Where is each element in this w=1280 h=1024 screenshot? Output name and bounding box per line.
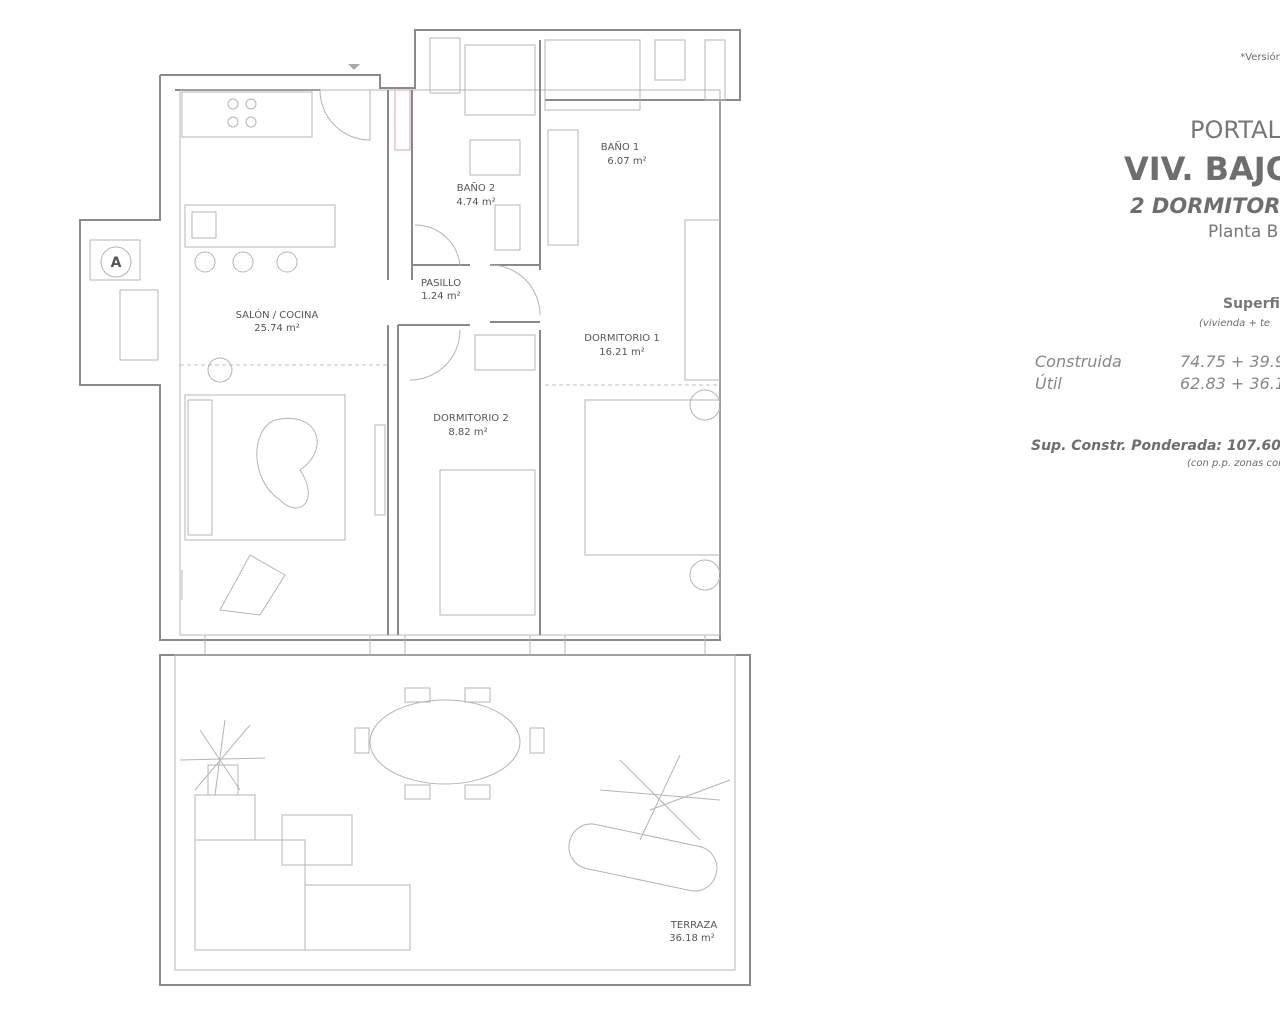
built-value: 74.75 + 39.97: [1180, 352, 1280, 371]
room-area: 1.24 m²: [421, 291, 460, 302]
room-name: TERRAZA: [670, 920, 718, 931]
room-area: 16.21 m²: [599, 347, 645, 358]
terrace-furniture: [179, 687, 731, 951]
surfaces-heading: Superfi: [1223, 296, 1280, 312]
floor-label: Planta B: [1208, 222, 1279, 242]
portal-label: PORTAL: [1190, 116, 1280, 144]
unit-title: VIV. BAJO: [1124, 150, 1280, 188]
room-name: PASILLO: [421, 278, 461, 289]
bedroom-furniture: [439, 219, 721, 616]
bedrooms-label: 2 DORMITORI: [1130, 194, 1280, 218]
kitchen: [89, 91, 336, 361]
built-label: Construida: [1035, 352, 1122, 371]
bathroom-fixtures: [394, 37, 726, 251]
room-labels: SALÓN / COCINA 25.74 m² BAÑO 2 4.74 m² B…: [236, 140, 718, 944]
appliance-letter: A: [111, 255, 122, 271]
room-area: 6.07 m²: [607, 156, 646, 167]
room-name: BAÑO 2: [457, 181, 496, 194]
interior-walls: [180, 40, 720, 635]
room-name: DORMITORIO 1: [584, 333, 659, 344]
useful-label: Útil: [1035, 374, 1062, 393]
windows: [204, 634, 706, 656]
surfaces-subheading: (vivienda + te: [1199, 318, 1271, 329]
room-area: 36.18 m²: [669, 933, 715, 944]
exterior-walls: [79, 29, 751, 986]
weighted-note: (con p.p. zonas com: [1187, 458, 1280, 469]
room-area: 8.82 m²: [448, 427, 487, 438]
entrance-arrow-icon: [348, 64, 360, 70]
room-area: 25.74 m²: [254, 323, 300, 334]
weighted-surface: Sup. Constr. Ponderada: 107.60: [1031, 438, 1280, 454]
room-area: 4.74 m²: [456, 197, 495, 208]
version-note: *Versión: [1240, 52, 1280, 63]
room-name: SALÓN / COCINA: [236, 308, 319, 321]
room-name: BAÑO 1: [601, 140, 640, 153]
room-name: DORMITORIO 2: [433, 413, 508, 424]
living-furniture: [184, 357, 386, 616]
useful-value: 62.83 + 36.18: [1180, 374, 1280, 393]
doors: [181, 89, 541, 600]
